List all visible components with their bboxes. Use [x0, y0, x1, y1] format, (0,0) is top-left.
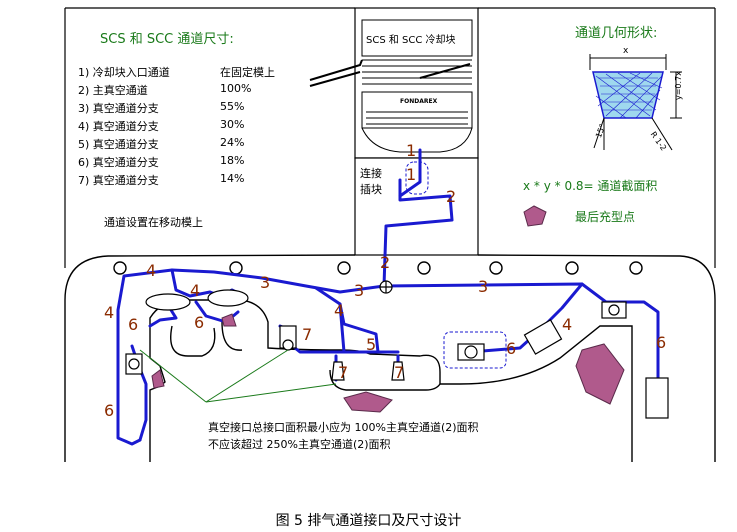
channel-number-label: 2	[380, 253, 390, 272]
figure-caption: 图 5 排气通道接口及尺寸设计	[275, 513, 462, 529]
vent-valves	[125, 280, 669, 419]
channel-number-label: 7	[338, 363, 348, 382]
outer-frame	[64, 7, 716, 268]
channel-number-label: 4	[146, 261, 156, 280]
dashed-box-center	[443, 331, 507, 369]
channel-number-label: 1	[406, 141, 416, 160]
dimension-row-value: 30%	[220, 118, 245, 131]
channel-number-label: 6	[506, 339, 516, 358]
channel-number-label: 6	[104, 401, 114, 420]
interface-area-note-line2: 不应该超过 250%主真空通道(2)面积	[208, 438, 391, 451]
dimension-row-value: 100%	[220, 82, 252, 95]
moving-mould-note: 通道设置在移动模上	[104, 216, 203, 229]
dimension-row-item: 2) 主真空通道	[78, 84, 148, 97]
x-dimension-label: x	[623, 46, 629, 56]
channel-number-label: 3	[354, 281, 364, 300]
leader-lines	[139, 349, 337, 403]
last-fill-swatch	[523, 205, 547, 227]
channel-number-label: 6	[128, 315, 138, 334]
dimension-row-value: 14%	[220, 172, 245, 185]
dimension-row-item: 5) 真空通道分支	[78, 138, 159, 151]
dimension-row-value: 18%	[220, 154, 245, 167]
connector-label: 连接 插块	[360, 167, 382, 196]
connector-block	[405, 161, 429, 195]
channel-number-label: 7	[394, 363, 404, 382]
interface-area-note-line1: 真空接口总接口面积最小应为 100%主真空通道(2)面积	[208, 421, 479, 434]
dimension-row-item: 6) 真空通道分支	[78, 156, 159, 169]
dimension-row-item: 3) 真空通道分支	[78, 102, 159, 115]
dimension-row-item: 1) 冷却块入口通道	[78, 66, 170, 79]
mould-outline	[64, 254, 716, 462]
last-fill-regions	[151, 313, 625, 413]
dimension-row-item: 7) 真空通道分支	[78, 174, 159, 187]
dimension-row-value: 55%	[220, 100, 245, 113]
channel-number-label: 4	[334, 301, 344, 320]
channel-number-label: 1	[406, 165, 416, 184]
dimension-row-item: 4) 真空通道分支	[78, 120, 159, 133]
last-fill-legend: 最后充型点	[575, 210, 636, 224]
channel-number-label: 4	[562, 315, 572, 334]
y-dimension-label: y=0.7x	[674, 71, 683, 100]
dimension-row-value: 在固定模上	[220, 66, 275, 79]
geometry-title: 通道几何形状:	[575, 26, 658, 41]
channel-number-label: 6	[194, 313, 204, 332]
area-formula: x * y * 0.8= 通道截面积	[523, 179, 658, 193]
channel-number-label: 4	[190, 281, 200, 300]
channel-number-label: 5	[366, 335, 376, 354]
channel-number-label: 4	[104, 303, 114, 322]
channel-number-label: 2	[446, 187, 456, 206]
channel-cross-section	[589, 54, 682, 151]
channel-number-label: 6	[656, 333, 666, 352]
cooling-block	[309, 7, 479, 256]
dimensions-title: SCS 和 SCC 通道尺寸:	[100, 32, 234, 47]
cooling-block-label: SCS 和 SCC 冷却块	[366, 35, 456, 46]
channel-number-label: 7	[302, 325, 312, 344]
channel-number-label: 3	[478, 277, 488, 296]
brand-label: FONDAREX	[400, 98, 438, 105]
channel-number-label: 3	[260, 273, 270, 292]
dimension-row-value: 24%	[220, 136, 245, 149]
